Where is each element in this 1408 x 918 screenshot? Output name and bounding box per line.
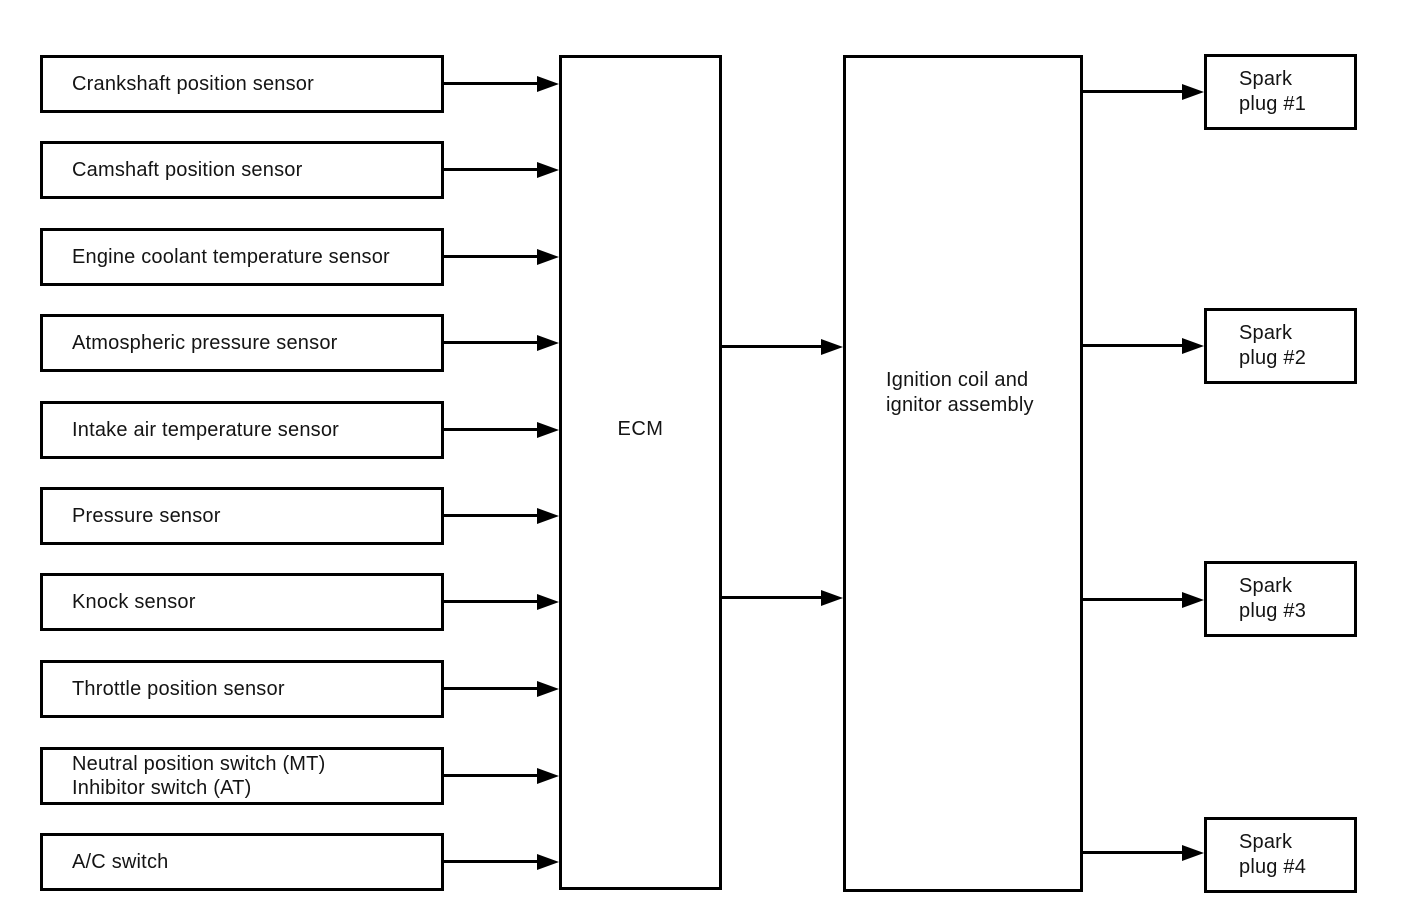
ecm-box: ECM	[559, 55, 722, 890]
input-box-engine-coolant-temperature-sensor: Engine coolant temperature sensor	[40, 228, 444, 286]
output-box-label: Spark plug #4	[1239, 831, 1307, 878]
input-box-label: Camshaft position sensor	[72, 159, 303, 181]
arrow-line	[1083, 851, 1185, 854]
arrow-ecm-to-ignition-assembly-lower	[722, 590, 843, 606]
arrow-head	[1182, 845, 1204, 861]
output-box-label: Spark plug #1	[1239, 68, 1307, 115]
output-box-spark-plug-4: Spark plug #4	[1204, 817, 1357, 893]
arrow-neutral-inhibitor-switch-to-ecm	[444, 768, 559, 784]
ignition-coil-ignitor-assembly-label: Ignition coil and ignitor assembly	[886, 369, 1034, 416]
arrow-line	[1083, 598, 1185, 601]
input-box-label: Crankshaft position sensor	[72, 73, 314, 95]
arrow-line	[444, 341, 540, 344]
arrow-line	[444, 687, 540, 690]
arrow-line	[1083, 344, 1185, 347]
arrow-crankshaft-position-sensor-to-ecm	[444, 76, 559, 92]
arrow-knock-sensor-to-ecm	[444, 594, 559, 610]
arrow-ecm-to-ignition-assembly-upper	[722, 339, 843, 355]
arrow-ignition-assembly-to-spark-plug-1	[1083, 84, 1204, 100]
output-box-label: Spark plug #2	[1239, 322, 1307, 369]
arrow-head	[1182, 84, 1204, 100]
arrow-atmospheric-pressure-sensor-to-ecm	[444, 335, 559, 351]
output-box-spark-plug-3: Spark plug #3	[1204, 561, 1357, 637]
arrow-ac-switch-to-ecm	[444, 854, 559, 870]
arrow-head	[537, 854, 559, 870]
ignition-coil-ignitor-assembly-box: Ignition coil and ignitor assembly	[843, 55, 1083, 892]
output-box-spark-plug-2: Spark plug #2	[1204, 308, 1357, 384]
input-box-label: Engine coolant temperature sensor	[72, 246, 390, 268]
arrow-line	[444, 600, 540, 603]
arrow-line	[722, 345, 824, 348]
arrow-head	[537, 422, 559, 438]
arrow-line	[722, 596, 824, 599]
input-box-pressure-sensor: Pressure sensor	[40, 487, 444, 545]
arrow-line	[444, 82, 540, 85]
arrow-ignition-assembly-to-spark-plug-2	[1083, 338, 1204, 354]
arrow-throttle-position-sensor-to-ecm	[444, 681, 559, 697]
input-box-throttle-position-sensor: Throttle position sensor	[40, 660, 444, 718]
arrow-head	[821, 590, 843, 606]
arrow-head	[537, 162, 559, 178]
arrow-camshaft-position-sensor-to-ecm	[444, 162, 559, 178]
arrow-head	[537, 508, 559, 524]
input-box-label: Intake air temperature sensor	[72, 419, 340, 441]
arrow-line	[444, 774, 540, 777]
arrow-ignition-assembly-to-spark-plug-3	[1083, 592, 1204, 608]
input-box-label: A/C switch	[72, 851, 169, 873]
output-box-spark-plug-1: Spark plug #1	[1204, 54, 1357, 130]
arrow-head	[537, 335, 559, 351]
arrow-line	[444, 514, 540, 517]
arrow-ignition-assembly-to-spark-plug-4	[1083, 845, 1204, 861]
arrow-intake-air-temperature-sensor-to-ecm	[444, 422, 559, 438]
arrow-head	[821, 339, 843, 355]
arrow-head	[537, 681, 559, 697]
input-box-label: Knock sensor	[72, 591, 196, 613]
arrow-head	[1182, 592, 1204, 608]
arrow-line	[444, 428, 540, 431]
arrow-pressure-sensor-to-ecm	[444, 508, 559, 524]
input-box-label: Pressure sensor	[72, 505, 221, 527]
arrow-head	[537, 249, 559, 265]
arrow-line	[444, 168, 540, 171]
arrow-line	[444, 860, 540, 863]
input-box-label: Neutral position switch (MT) Inhibitor s…	[72, 753, 326, 799]
arrow-line	[444, 255, 540, 258]
input-box-intake-air-temperature-sensor: Intake air temperature sensor	[40, 401, 444, 459]
input-box-label: Throttle position sensor	[72, 678, 285, 700]
input-box-knock-sensor: Knock sensor	[40, 573, 444, 631]
arrow-head	[1182, 338, 1204, 354]
input-box-label: Atmospheric pressure sensor	[72, 332, 338, 354]
input-box-atmospheric-pressure-sensor: Atmospheric pressure sensor	[40, 314, 444, 372]
arrow-head	[537, 76, 559, 92]
input-box-camshaft-position-sensor: Camshaft position sensor	[40, 141, 444, 199]
arrow-head	[537, 768, 559, 784]
arrow-line	[1083, 90, 1185, 93]
input-box-ac-switch: A/C switch	[40, 833, 444, 891]
arrow-engine-coolant-temperature-sensor-to-ecm	[444, 249, 559, 265]
input-box-crankshaft-position-sensor: Crankshaft position sensor	[40, 55, 444, 113]
ecm-label: ECM	[617, 418, 664, 440]
input-box-neutral-inhibitor-switch: Neutral position switch (MT) Inhibitor s…	[40, 747, 444, 805]
output-box-label: Spark plug #3	[1239, 575, 1307, 622]
arrow-head	[537, 594, 559, 610]
